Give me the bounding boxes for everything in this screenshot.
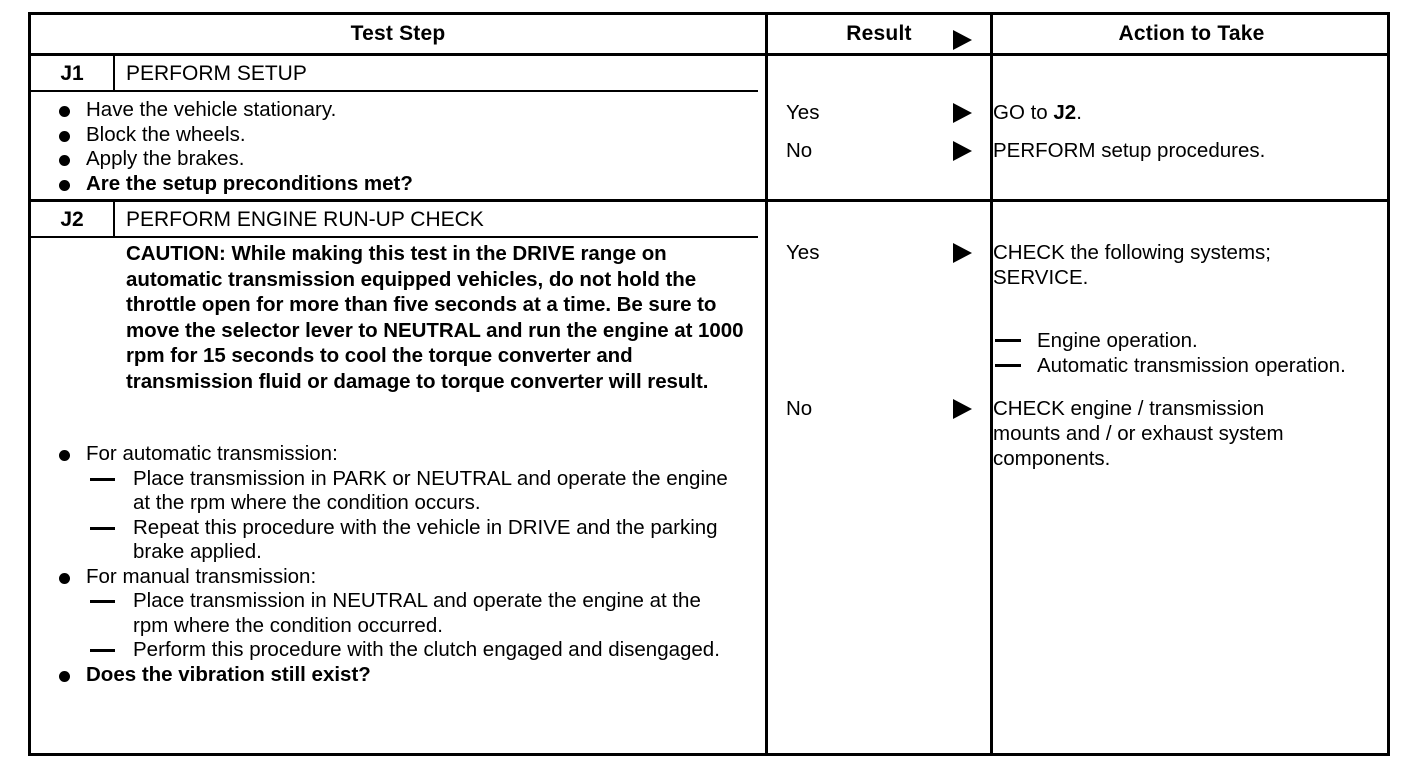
list-item: Apply the brakes. (31, 147, 731, 172)
header-action-to-take: Action to Take (1118, 22, 1265, 45)
bullet-icon (59, 130, 70, 142)
action-text: PERFORM setup procedures. (993, 139, 1266, 162)
result-row-yes-j2: Yes (768, 240, 990, 266)
step-code-j1: J1 (60, 62, 84, 85)
action-sub-list: Engine operation. Automatic transmission… (993, 328, 1383, 378)
list-item: For manual transmission: Place transmiss… (31, 565, 736, 663)
result-label: No (786, 139, 813, 162)
result-row-no-j2: No (768, 396, 990, 422)
step-title-j2: PERFORM ENGINE RUN-UP CHECK (126, 208, 484, 231)
list-item: Place transmission in NEUTRAL and operat… (86, 589, 736, 638)
dash-icon (995, 364, 1021, 367)
right-triangle-icon (953, 399, 972, 424)
dash-icon (90, 649, 115, 652)
bullet-icon (59, 155, 70, 166)
list-item: Automatic transmission operation. (993, 353, 1383, 378)
list-item: Place transmission in PARK or NEUTRAL an… (86, 467, 736, 516)
list-item: For automatic transmission: Place transm… (31, 442, 736, 565)
list-item: Have the vehicle stationary. (31, 98, 731, 123)
step-header-underline (31, 90, 758, 92)
dash-icon (90, 477, 115, 481)
sub-list: Place transmission in PARK or NEUTRAL an… (86, 467, 736, 565)
result-label: Yes (786, 241, 820, 264)
header-test-step: Test Step (350, 22, 446, 45)
action-text: GO to J2. (993, 101, 1082, 124)
action-text-line3: components. (993, 447, 1111, 470)
action-text-line1: CHECK the following systems; (993, 241, 1271, 264)
action-text-line1: CHECK engine / transmission (993, 397, 1265, 420)
bullet-icon (59, 572, 70, 584)
dash-icon (90, 526, 115, 530)
dash-icon (995, 339, 1021, 342)
column-divider-result-right (990, 15, 993, 753)
right-triangle-icon (953, 243, 972, 268)
list-item: Block the wheels. (31, 123, 731, 148)
step-header-underline (31, 236, 758, 238)
bullet-icon (59, 179, 70, 191)
step-header-j1: J1 PERFORM SETUP (31, 56, 765, 92)
header-result-label: Result (846, 22, 912, 45)
bullet-icon (59, 106, 70, 117)
list-item: Are the setup preconditions met? (31, 172, 731, 197)
result-label: No (786, 397, 813, 420)
action-row-no-j1: PERFORM setup procedures. (993, 138, 1383, 163)
sub-list: Place transmission in NEUTRAL and operat… (86, 589, 736, 663)
step-code-divider (113, 56, 115, 92)
action-text-line2: SERVICE. (993, 266, 1089, 289)
caution-paragraph: CAUTION: While making this test in the D… (126, 242, 744, 393)
list-item: Does the vibration still exist? (31, 663, 736, 688)
result-row-yes-j1: Yes (768, 100, 990, 126)
action-text-line2: mounts and / or exhaust system (993, 422, 1284, 445)
pinpoint-test-table: Test Step Result Action to Take J1 PERFO… (28, 12, 1390, 756)
bullet-icon (59, 450, 70, 461)
header-result: Result (768, 15, 990, 53)
bullet-list-j2: For automatic transmission: Place transm… (31, 442, 736, 687)
result-row-no-j1: No (768, 138, 990, 164)
dash-icon (90, 600, 115, 603)
right-triangle-icon (953, 141, 972, 166)
list-item: Repeat this procedure with the vehicle i… (86, 516, 736, 565)
step-header-j2: J2 PERFORM ENGINE RUN-UP CHECK (31, 202, 765, 238)
list-item: Perform this procedure with the clutch e… (86, 638, 736, 663)
step-separator-rule (31, 199, 1387, 202)
list-item: Engine operation. (993, 328, 1383, 353)
right-triangle-icon (953, 103, 972, 128)
action-row-yes-j1: GO to J2. (993, 100, 1383, 125)
right-triangle-icon (953, 25, 972, 63)
table-header-row: Test Step Result Action to Take (31, 15, 1387, 53)
step-title-j1: PERFORM SETUP (126, 62, 307, 85)
header-bottom-rule (31, 53, 1387, 56)
bullet-list-j1: Have the vehicle stationary. Block the w… (31, 98, 731, 196)
action-row-yes-j2: CHECK the following systems; SERVICE. En… (993, 240, 1383, 378)
bullet-icon (59, 670, 70, 682)
step-code-j2: J2 (60, 208, 84, 231)
column-divider-result-left (765, 15, 768, 753)
result-label: Yes (786, 101, 820, 124)
step-code-divider (113, 202, 115, 238)
action-row-no-j2: CHECK engine / transmission mounts and /… (993, 396, 1383, 471)
